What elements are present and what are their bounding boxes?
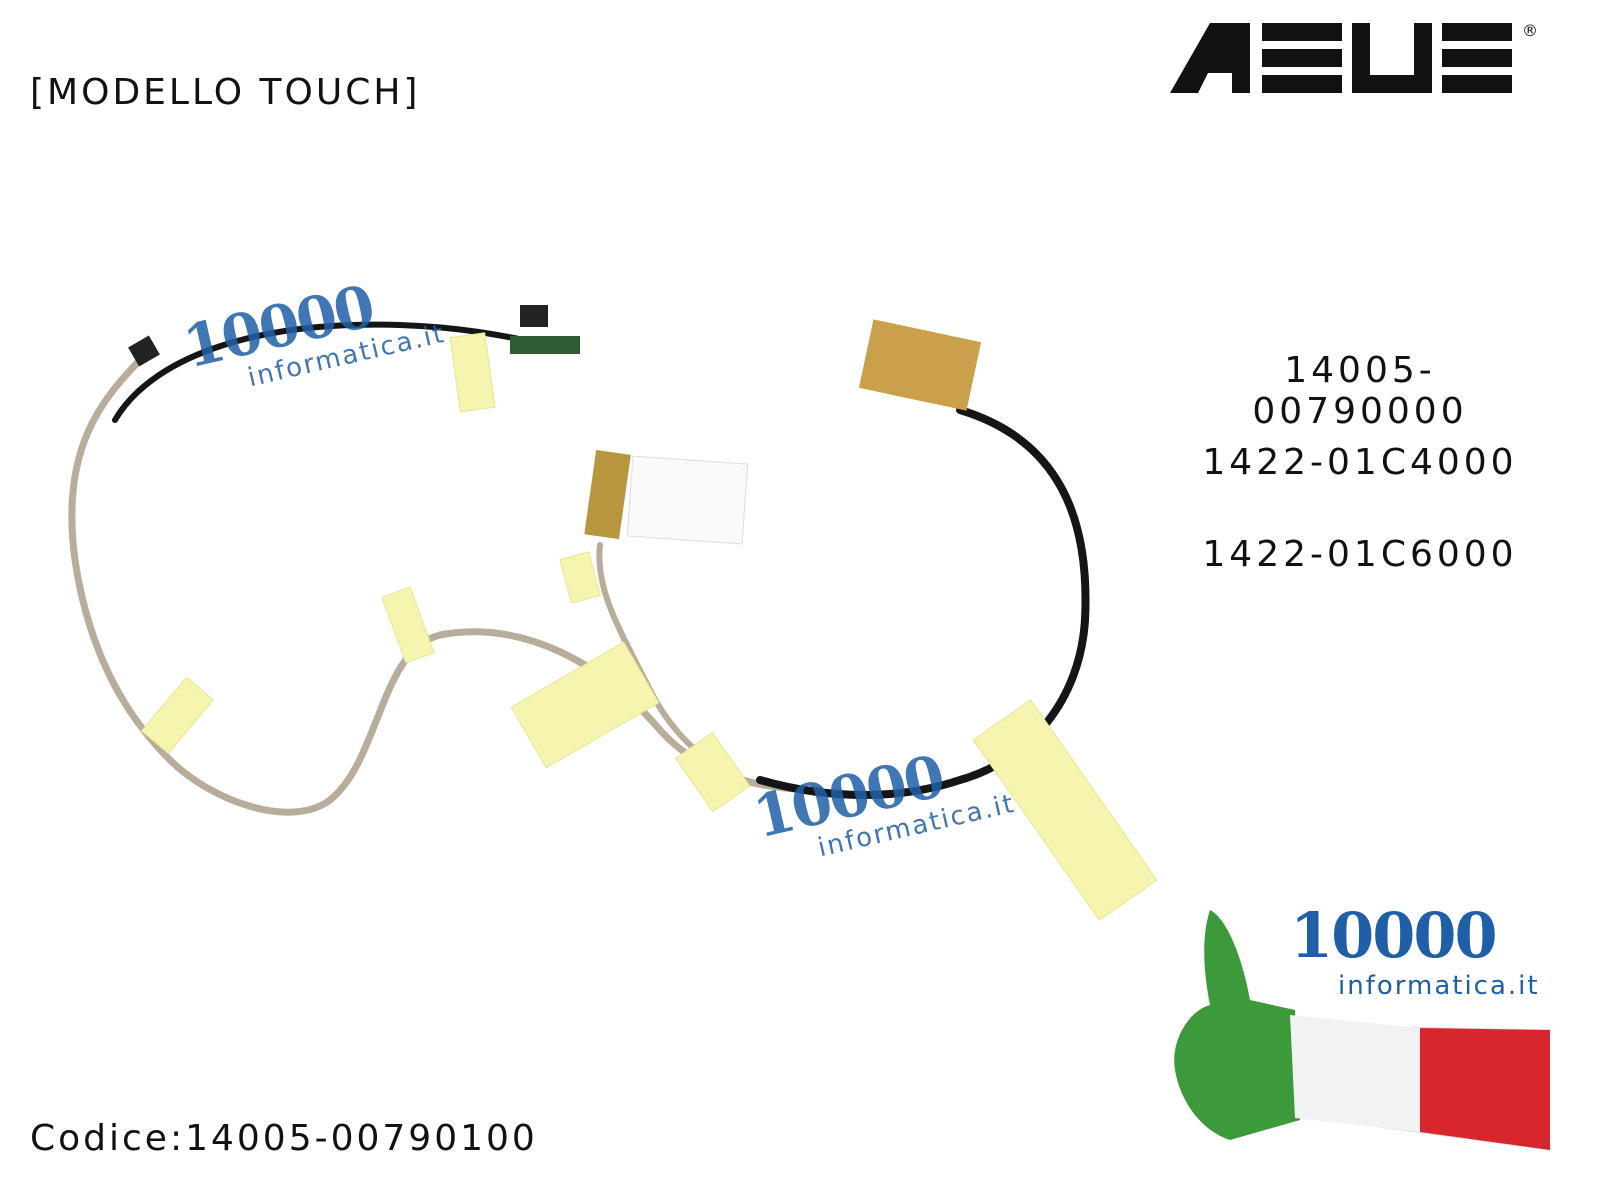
tape — [381, 586, 435, 664]
cable-label — [626, 455, 749, 545]
model-label: [MODELLO TOUCH] — [30, 72, 421, 113]
product-code: Codice:14005-00790100 — [30, 1118, 538, 1159]
italy-thumbs-up-badge — [1174, 910, 1550, 1151]
tape — [510, 641, 660, 769]
connector — [128, 335, 160, 367]
connector — [520, 305, 548, 327]
lvds-connector-2 — [584, 450, 631, 540]
lvds-connector — [858, 319, 982, 411]
black-cable — [112, 321, 553, 423]
part-number-list: 14005-00790000 1422-01C4000 1422-01C6000 — [1190, 350, 1530, 626]
tape — [449, 332, 496, 413]
grey-cable — [68, 351, 824, 816]
tape — [674, 731, 751, 813]
black-main-cable — [756, 406, 1090, 799]
badge-brand: 10000 informatica.it — [1290, 899, 1540, 1002]
part-number: 1422-01C4000 — [1202, 442, 1518, 483]
asus-logo: ® — [1170, 21, 1538, 93]
part-number: 14005-00790000 — [1252, 350, 1468, 432]
thumbs-up-icon — [1174, 910, 1300, 1140]
tape — [972, 699, 1158, 921]
tape — [559, 551, 602, 604]
tape — [140, 676, 214, 755]
svg-text:®: ® — [1522, 21, 1538, 40]
badge-number: 10000 — [1290, 899, 1498, 972]
badge-site: informatica.it — [1338, 971, 1540, 1001]
part-number: 1422-01C6000 — [1202, 534, 1518, 575]
pcb-board — [510, 336, 580, 354]
